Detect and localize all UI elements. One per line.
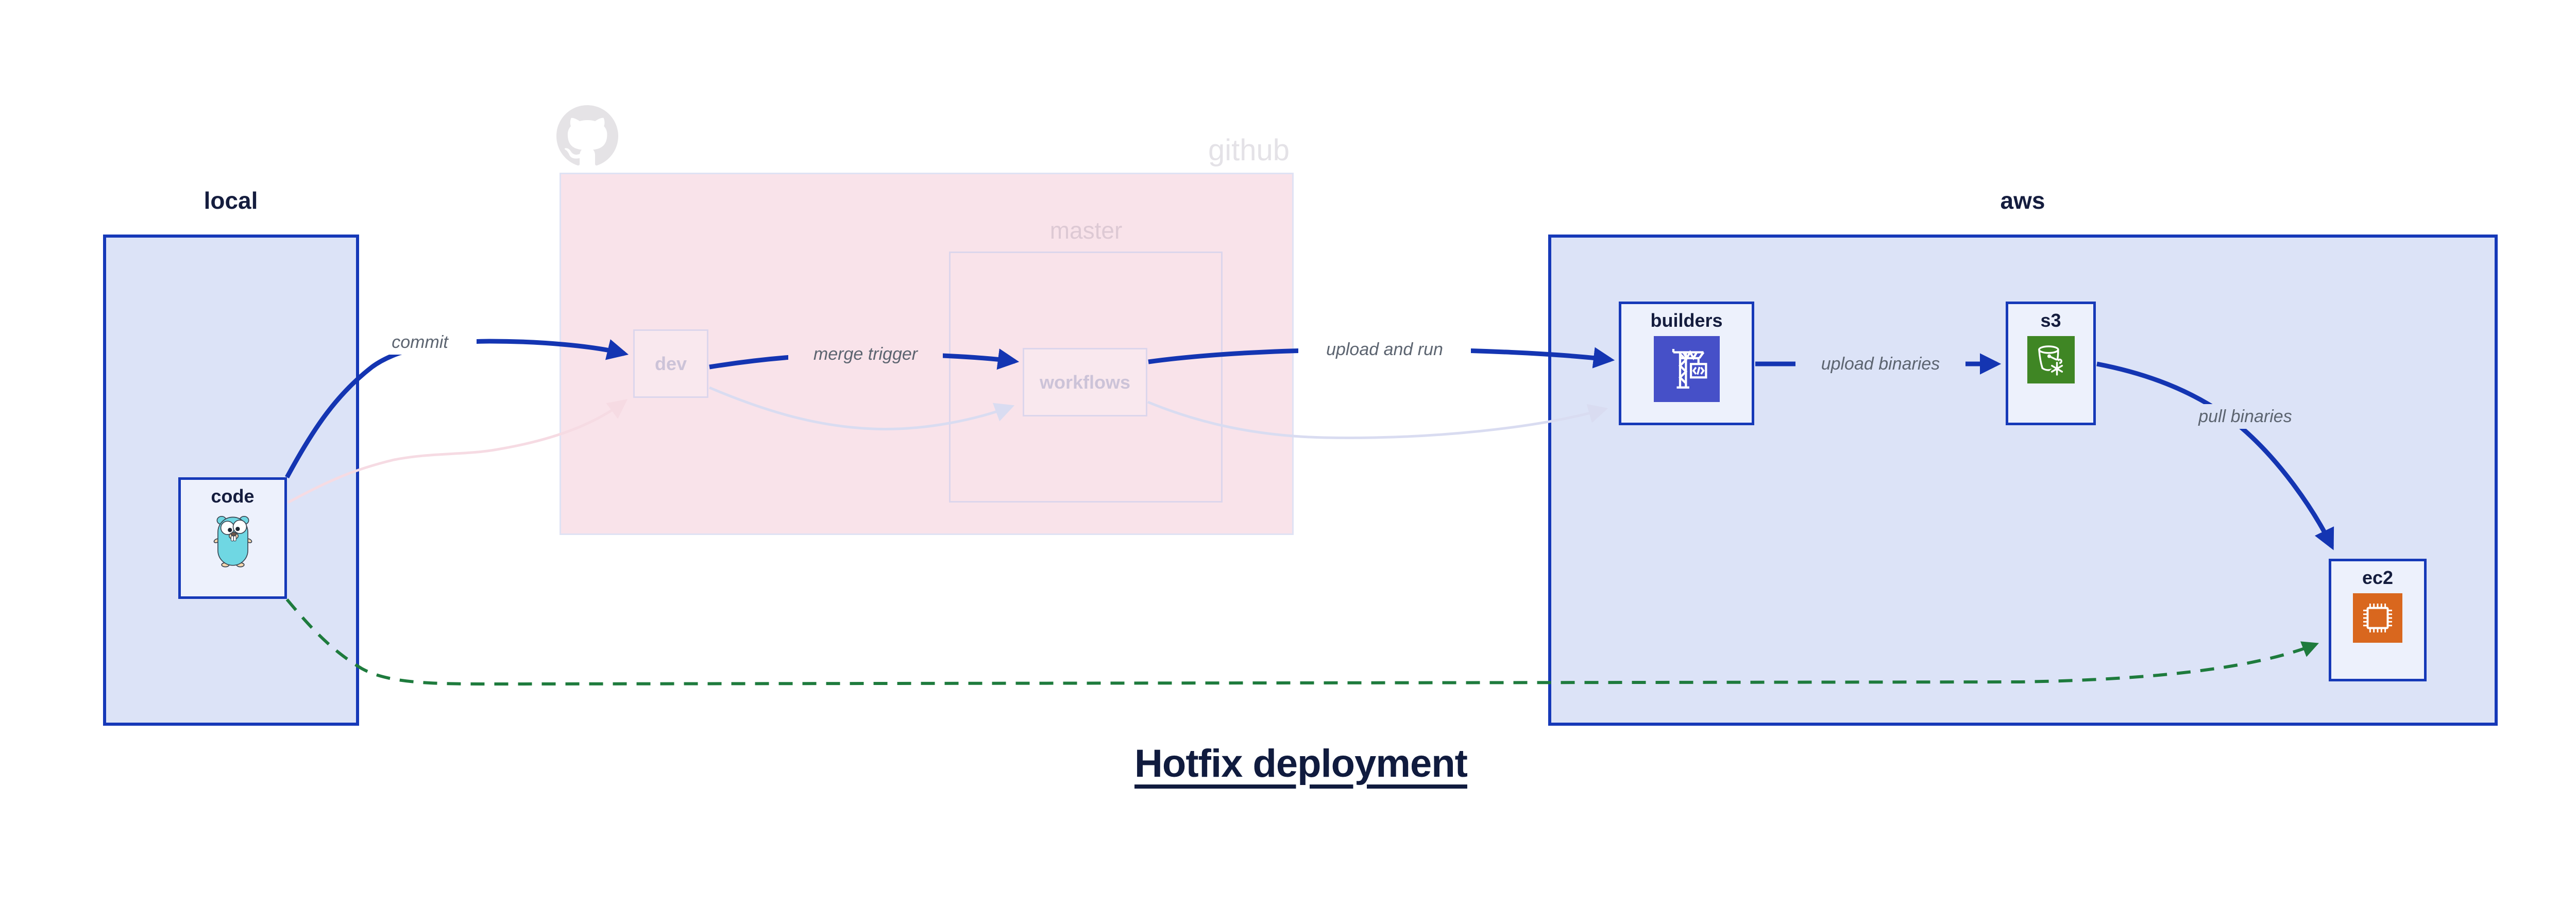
diagram-title: Hotfix deployment [1134, 742, 1468, 786]
node-s3-label: s3 [2040, 310, 2061, 331]
cpu-chip-icon [2353, 593, 2402, 643]
node-dev-label: dev [654, 353, 687, 374]
node-builders-label: builders [1650, 310, 1723, 331]
edge-upload-and-run-label: upload and run [1298, 337, 1471, 362]
codebuild-crane-icon [1653, 336, 1720, 402]
node-ec2: ec2 [2329, 559, 2427, 681]
node-workflows: workflows [1023, 348, 1147, 416]
github-octocat-icon [556, 105, 618, 167]
node-code-label: code [211, 486, 255, 507]
edge-upload-binaries-label: upload binaries [1795, 352, 1965, 376]
go-gopher-icon [212, 512, 253, 567]
node-s3: s3 [2006, 302, 2096, 425]
edge-commit-label: commit [363, 330, 477, 355]
node-workflows-label: workflows [1039, 371, 1131, 393]
edge-merge-trigger-label: merge trigger [788, 342, 943, 366]
s3-bucket-icon [2027, 336, 2075, 383]
node-builders: builders [1619, 302, 1754, 425]
edge-pull-binaries-label: pull binaries [2171, 404, 2320, 429]
master-branch-title: master [1049, 217, 1123, 244]
master-branch-box [949, 252, 1223, 503]
aws-group-title: aws [2000, 187, 2045, 214]
node-dev: dev [633, 329, 708, 398]
local-group-title: local [204, 187, 258, 214]
github-group-title: github [1208, 133, 1290, 167]
node-ec2-label: ec2 [2362, 567, 2394, 588]
node-code: code [178, 477, 287, 599]
